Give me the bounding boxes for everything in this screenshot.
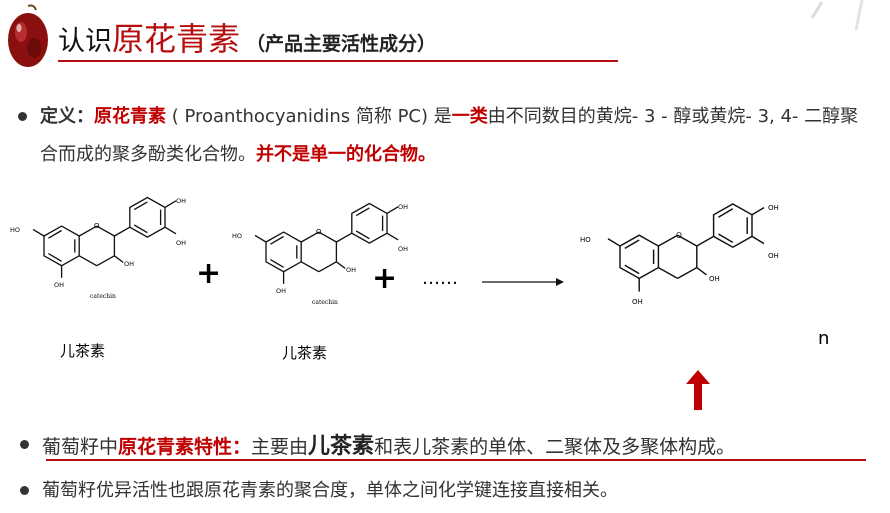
oh-3c: OH [632,298,643,306]
definition-label: 定义： [40,106,94,127]
definition-term: 原花青素 [94,106,166,127]
bullet-point-2 [20,440,29,449]
title-subtitle: （产品主要活性成分） [246,33,437,55]
oh-2a: OH [398,203,408,211]
n-label: n [818,328,829,349]
title-highlight: 原花青素 [112,20,241,58]
activity-paragraph: 葡萄籽优异活性也跟原花青素的聚合度，单体之间化学键连接直接相关。 [42,480,618,501]
feature-prefix: 葡萄籽中 [42,436,119,458]
plus-sign-1: + [196,256,221,291]
feature-text-1: 主要由 [251,436,309,458]
ring-o-3: O [676,231,682,240]
feature-big: 儿茶素 [308,434,375,459]
definition-text-2: 由不同数目的黄烷- 3 - 醇或黄烷- 3, 4- 二醇聚合而成的聚多酚类化合物… [40,106,859,165]
oh-3d: OH [709,275,720,283]
oh-3a: OH [768,204,779,212]
monomer-label-1: 儿茶素 [60,342,105,360]
feature-paragraph: 葡萄籽中原花青素特性：主要由儿茶素和表儿茶素的单体、二聚体及多聚体构成。 [42,428,735,460]
catechin-caption-1: catechin [90,293,116,300]
oh-2b: OH [398,245,408,253]
bullet-definition [18,112,27,121]
ring-o-2: O [316,228,322,236]
monomer-label-2: 儿茶素 [282,344,327,362]
reaction-diagram: O OH OH HO OH OH catechin + O OH OH HO O… [10,196,829,410]
red-up-arrow [686,370,710,410]
bullet-point-3 [20,486,29,495]
oh-1a: OH [176,197,186,205]
plus-sign-2: + [372,261,397,296]
feature-text-2: 和表儿茶素的单体、二聚体及多聚体构成。 [374,436,736,458]
ho-1: HO [10,226,20,234]
definition-highlight-2: 并不是单一的化合物。 [256,144,436,165]
catechin-caption-2: catechin [312,299,338,306]
reaction-arrowhead [556,278,564,286]
feature-underline [46,459,866,461]
ho-3: HO [580,236,591,244]
oh-2c: OH [276,287,286,295]
oh-1d: OH [124,260,134,268]
oh-1b: OH [176,239,186,247]
feature-highlight: 原花青素特性： [118,436,252,458]
oh-2d: OH [346,266,356,274]
decorative-strokes [810,0,864,31]
definition-paragraph: 定义：原花青素 ( Proanthocyanidins 简称 PC) 是一类由不… [40,98,870,174]
oh-1c: OH [54,281,64,289]
page-title: 认识原花青素（产品主要活性成分） [58,14,436,60]
title-prefix: 认识 [58,26,112,57]
oh-3b: OH [768,252,779,260]
ring-o-1: O [94,222,100,230]
ho-2: HO [232,232,242,240]
title-underline [58,60,618,62]
ellipsis: …… [422,268,458,289]
definition-highlight-1: 一类 [451,106,488,127]
grape-logo [8,4,48,67]
definition-text-1: ( Proanthocyanidins 简称 PC) 是 [166,106,452,127]
